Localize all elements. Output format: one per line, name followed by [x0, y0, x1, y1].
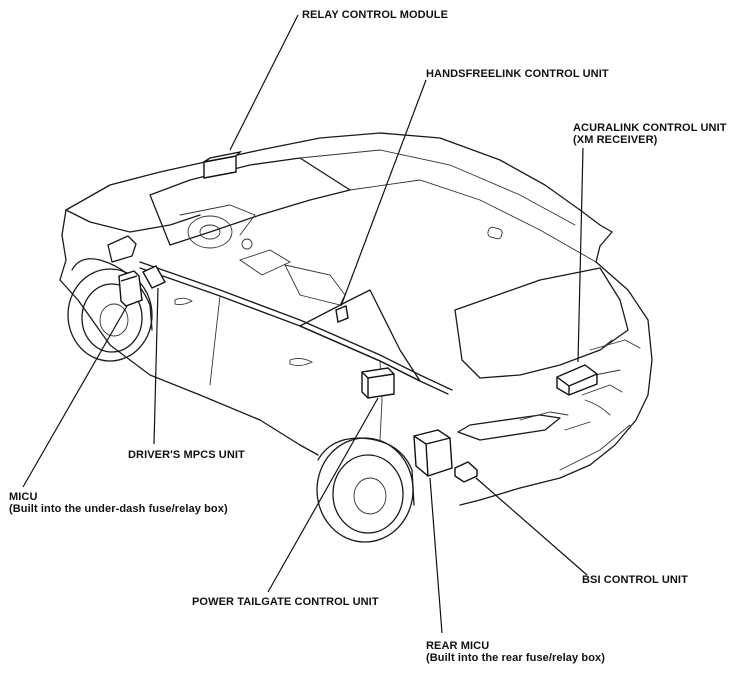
- leader-micu: [22, 305, 128, 488]
- drivers-mpcs-unit-box: [142, 265, 166, 289]
- label-micu-line2: (Built into the under-dash fuse/relay bo…: [9, 503, 228, 515]
- relay-control-module-box: [203, 150, 243, 179]
- label-acuralink-line1: ACURALINK CONTROL UNIT: [573, 122, 727, 134]
- label-power-tailgate-control-unit: POWER TAILGATE CONTROL UNIT: [192, 596, 379, 608]
- label-rear-micu: REAR MICU (Built into the rear fuse/rela…: [426, 640, 605, 664]
- acuralink-control-unit-box: [556, 364, 598, 396]
- leader-power-tailgate-control-unit: [267, 397, 379, 593]
- leader-relay-control-module: [229, 14, 299, 151]
- handsfreelink-control-unit-box: [335, 305, 349, 323]
- label-relay-control-module: RELAY CONTROL MODULE: [302, 9, 449, 21]
- leader-handsfreelink-control-unit: [340, 79, 427, 307]
- label-micu: MICU (Built into the under-dash fuse/rel…: [9, 491, 228, 515]
- rear-micu-box: [413, 429, 453, 477]
- label-rear-micu-line1: REAR MICU: [426, 640, 490, 652]
- label-micu-line1: MICU: [9, 491, 38, 503]
- leader-rear-micu: [429, 477, 443, 634]
- label-handsfreelink-control-unit: HANDSFREELINK CONTROL UNIT: [426, 68, 609, 80]
- leader-bsi-control-unit: [475, 477, 588, 576]
- leader-acuralink-control-unit: [577, 147, 584, 363]
- bsi-control-unit-box: [454, 461, 478, 483]
- power-tailgate-control-unit-box: [361, 367, 395, 399]
- label-acuralink-line2: (XM RECEIVER): [573, 134, 658, 146]
- label-acuralink-control-unit: ACURALINK CONTROL UNIT (XM RECEIVER): [573, 122, 727, 146]
- rear-wheel: [316, 437, 415, 543]
- leader-drivers-mpcs-unit: [153, 287, 159, 445]
- label-bsi-control-unit: BSI CONTROL UNIT: [582, 574, 688, 586]
- front-wheel: [67, 258, 153, 362]
- micu-box: [118, 270, 143, 307]
- label-rear-micu-line2: (Built into the rear fuse/relay box): [426, 652, 606, 664]
- label-drivers-mpcs-unit: DRIVER'S MPCS UNIT: [128, 449, 245, 461]
